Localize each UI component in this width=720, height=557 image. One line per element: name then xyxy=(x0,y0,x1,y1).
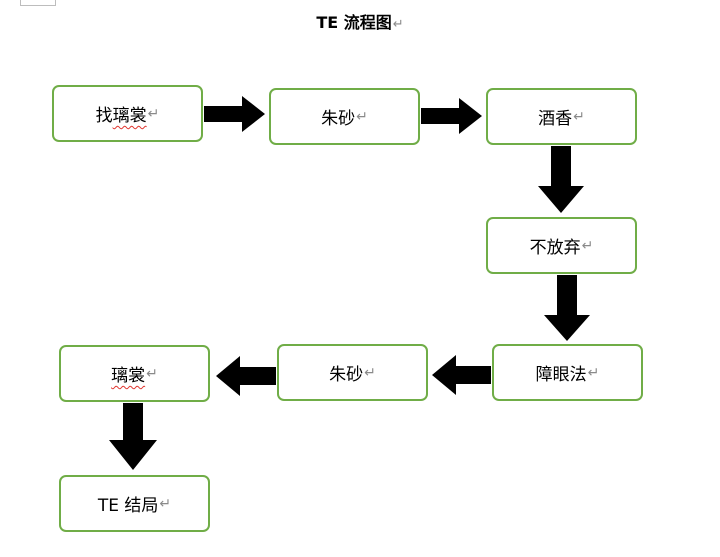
node-label: 朱砂 xyxy=(329,365,364,385)
paragraph-mark-icon: ↵ xyxy=(392,17,404,32)
node-te-ending[interactable]: TE 结局↵ xyxy=(59,475,210,532)
node-label: 找璃裳 xyxy=(95,106,147,126)
paragraph-mark-icon: ↵ xyxy=(356,108,368,125)
node-label: TE 结局 xyxy=(97,496,159,516)
node-label: 不放弃 xyxy=(529,238,581,258)
node-jiuxiang[interactable]: 酒香↵ xyxy=(486,88,637,145)
node-find-lishang[interactable]: 找璃裳↵ xyxy=(52,85,203,142)
diagram-title-text: TE 流程图 xyxy=(316,13,392,32)
node-bufangqi[interactable]: 不放弃↵ xyxy=(486,217,637,274)
paragraph-mark-icon: ↵ xyxy=(587,364,600,381)
node-label: 障眼法 xyxy=(535,365,587,385)
diagram-title: TE 流程图↵ xyxy=(0,9,720,33)
arrow-right-icon xyxy=(204,96,265,132)
paragraph-mark-icon: ↵ xyxy=(573,108,585,125)
paragraph-mark-icon: ↵ xyxy=(146,365,158,382)
node-label: 璃裳 xyxy=(111,366,146,386)
node-zhusha-1[interactable]: 朱砂↵ xyxy=(269,88,420,145)
arrow-left-icon xyxy=(432,355,491,395)
node-lishang[interactable]: 璃裳↵ xyxy=(59,345,210,402)
arrow-left-icon xyxy=(216,356,276,396)
arrow-down-icon xyxy=(544,275,590,341)
page-corner-mark xyxy=(20,0,56,6)
arrow-down-icon xyxy=(109,403,157,470)
arrow-down-icon xyxy=(538,146,584,213)
paragraph-mark-icon: ↵ xyxy=(147,105,160,122)
node-label: 朱砂 xyxy=(321,109,356,129)
paragraph-mark-icon: ↵ xyxy=(364,364,376,381)
arrow-right-icon xyxy=(421,98,482,134)
node-zhangyanfa[interactable]: 障眼法↵ xyxy=(492,344,643,401)
node-label: 酒香 xyxy=(538,109,573,129)
paragraph-mark-icon: ↵ xyxy=(159,495,172,512)
node-zhusha-2[interactable]: 朱砂↵ xyxy=(277,344,428,401)
paragraph-mark-icon: ↵ xyxy=(581,237,594,254)
